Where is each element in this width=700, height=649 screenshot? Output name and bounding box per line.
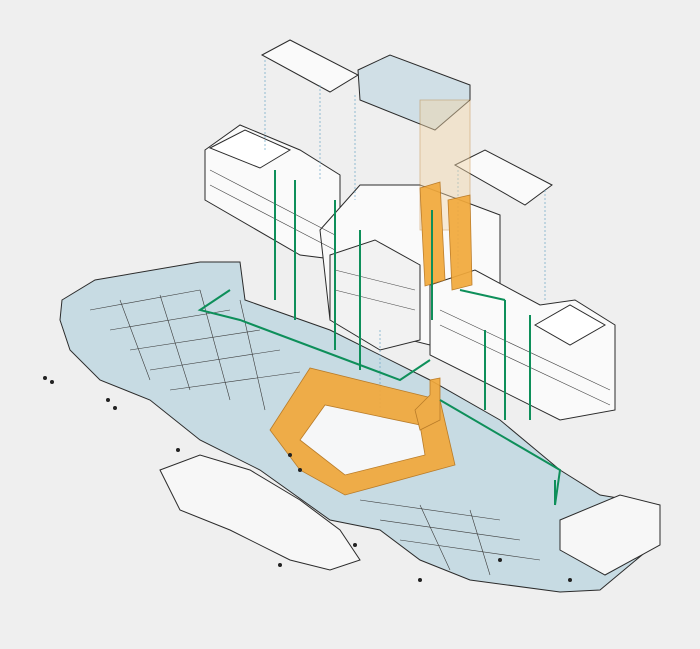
- east-wing-box: [559, 494, 661, 576]
- front-terrace: [159, 454, 361, 571]
- central-portico: [329, 239, 421, 351]
- people-figures: [43, 376, 572, 582]
- facade-windows: [209, 169, 611, 406]
- palace-building: [204, 124, 616, 421]
- west-pavilion-roof: [208, 129, 292, 169]
- roof-piece-west: [260, 39, 360, 93]
- exploded-roof-pieces: [260, 39, 553, 206]
- interior-walls: [89, 289, 541, 576]
- roof-piece-center: [357, 54, 471, 131]
- roof-piece-east: [453, 149, 553, 206]
- green-structure-lines: [197, 170, 562, 506]
- orange-tower-2: [447, 194, 473, 291]
- east-pavilion-roof: [533, 304, 607, 346]
- orange-loop-void: [299, 404, 426, 476]
- orange-bridge: [414, 377, 441, 431]
